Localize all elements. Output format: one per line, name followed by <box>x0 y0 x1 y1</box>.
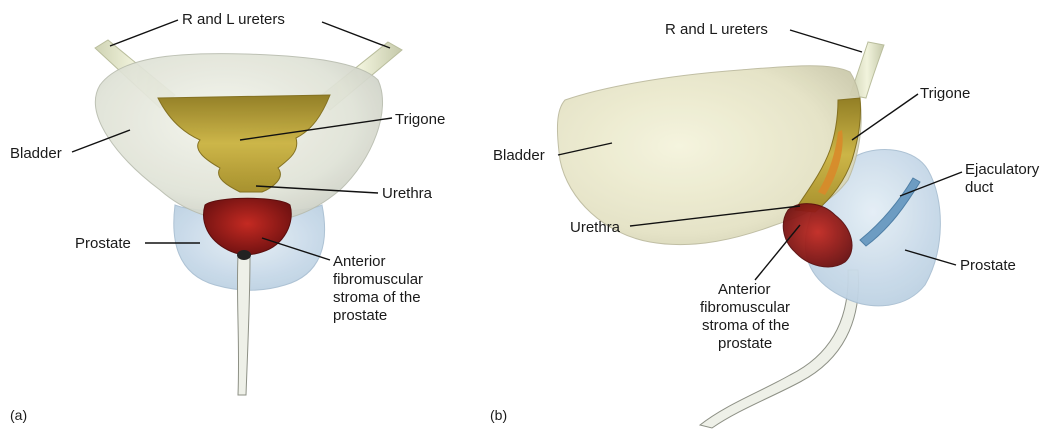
leader-trigone-b <box>852 94 918 140</box>
label-afs-a-2: fibromuscular <box>333 271 423 288</box>
label-afs-b-4: prostate <box>718 335 772 352</box>
urethra-tube-a <box>237 255 250 395</box>
label-ureters-b: R and L ureters <box>665 21 768 38</box>
label-prostate-a: Prostate <box>75 235 131 252</box>
label-bladder-a: Bladder <box>10 145 62 162</box>
leader-ureters-left-a <box>110 20 178 46</box>
label-afs-a-4: prostate <box>333 307 387 324</box>
urethra-opening-a <box>237 250 251 260</box>
panel-label-a: (a) <box>10 407 27 423</box>
label-afs-b-2: fibromuscular <box>700 299 790 316</box>
label-ureters-a: R and L ureters <box>182 11 285 28</box>
label-ejac-b-1: Ejaculatory <box>965 161 1040 178</box>
leader-ureters-right-a <box>322 22 390 48</box>
label-bladder-b: Bladder <box>493 147 545 164</box>
label-trigone-b: Trigone <box>920 85 970 102</box>
label-afs-a-3: stroma of the <box>333 289 421 306</box>
label-prostate-b: Prostate <box>960 257 1016 274</box>
leader-ureters-b <box>790 30 862 52</box>
label-urethra-a: Urethra <box>382 185 433 202</box>
panel-a <box>95 40 402 395</box>
label-trigone-a: Trigone <box>395 111 445 128</box>
label-ejac-b-2: duct <box>965 179 994 196</box>
label-afs-b-1: Anterior <box>718 281 771 298</box>
label-afs-b-3: stroma of the <box>702 317 790 334</box>
label-afs-a-1: Anterior <box>333 253 386 270</box>
leader-afs-b <box>755 225 800 280</box>
panel-label-b: (b) <box>490 407 507 423</box>
label-urethra-b: Urethra <box>570 219 621 236</box>
